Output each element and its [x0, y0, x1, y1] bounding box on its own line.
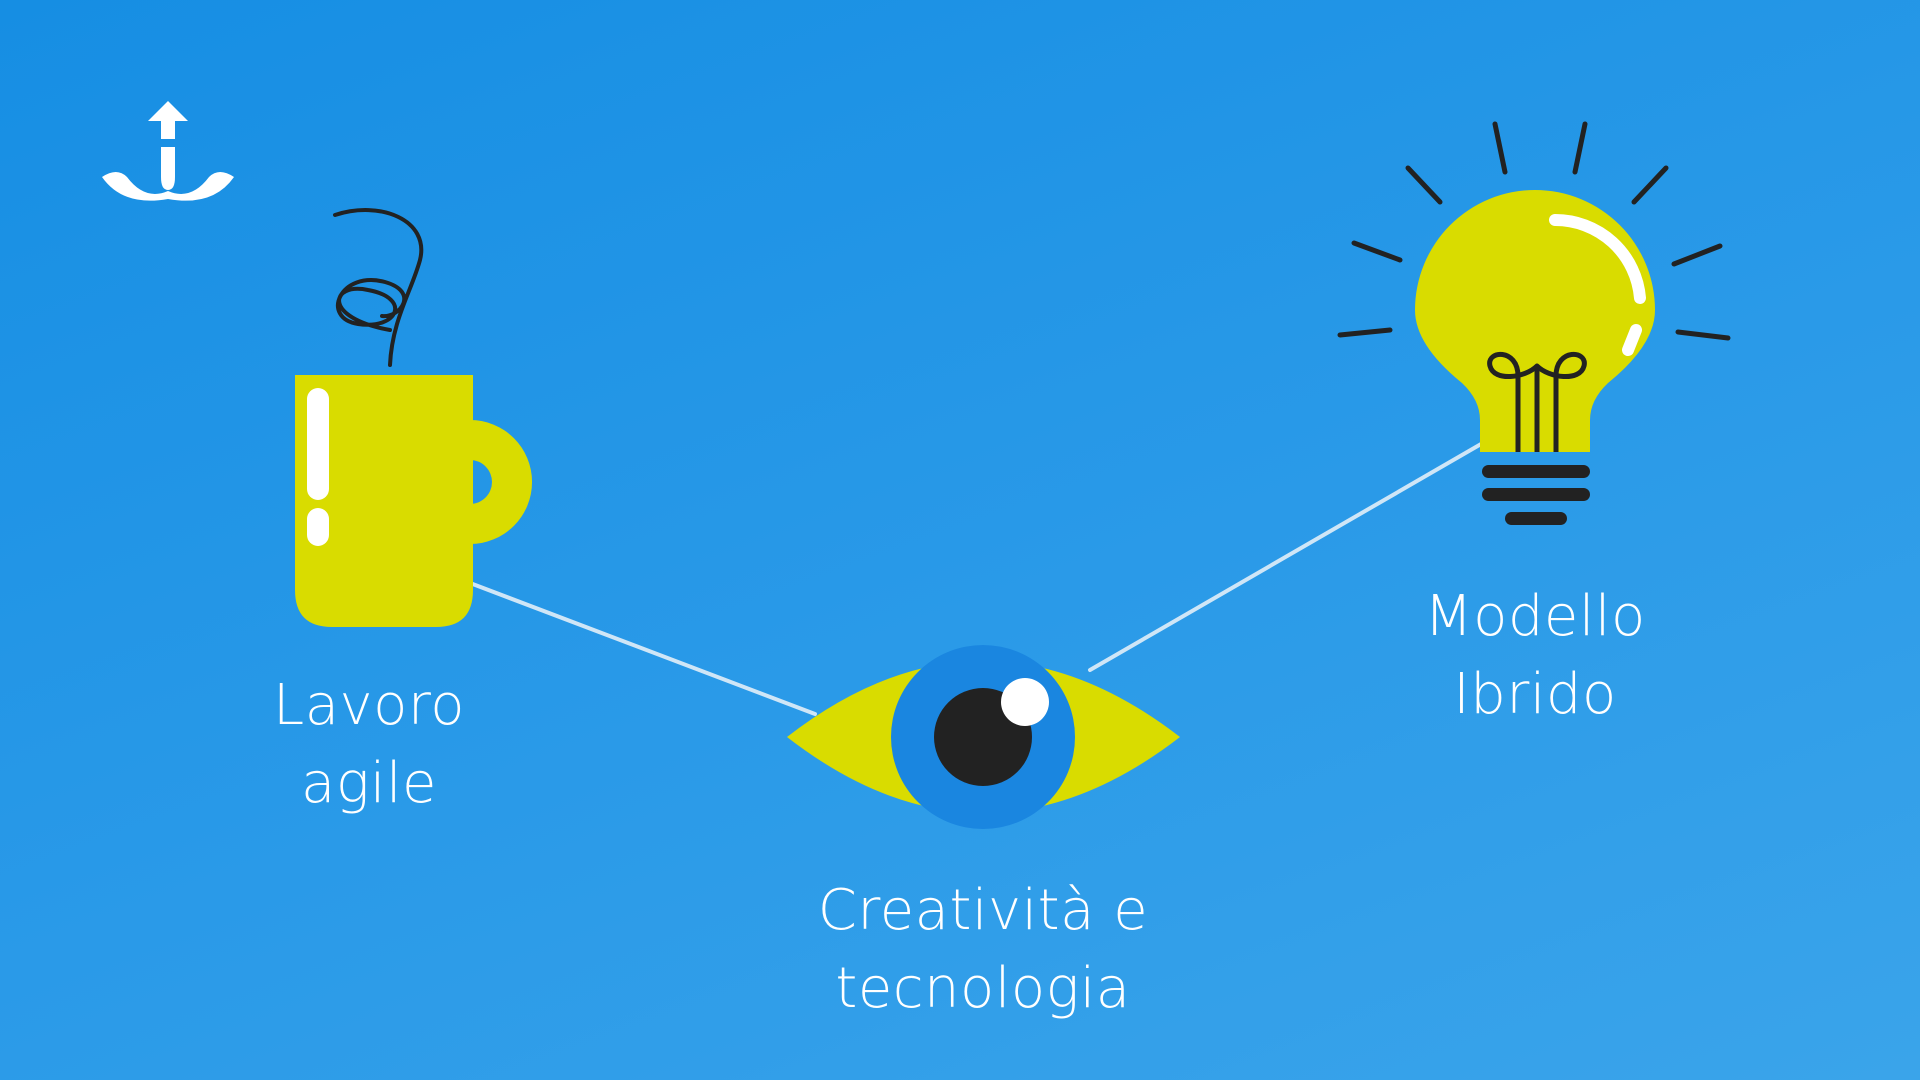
label-lavoro-line2: agile	[301, 751, 437, 816]
label-lavoro-agile: Lavoro agile	[219, 667, 519, 823]
coffee-mug-icon	[295, 208, 533, 627]
label-creativita-line2: tecnologia	[835, 956, 1131, 1021]
label-modello-line1: Modello	[1424, 584, 1646, 649]
logo-icon	[102, 101, 234, 201]
label-creativita-tecnologia: Creatività e tecnologia	[783, 872, 1183, 1028]
connector-mug-eye	[468, 581, 817, 716]
label-modello-line2: Ibrido	[1453, 662, 1617, 727]
eye-icon	[787, 645, 1180, 829]
connector-eye-bulb	[1088, 438, 1490, 672]
label-creativita-line1: Creatività e	[817, 878, 1149, 943]
label-lavoro-line1: Lavoro	[273, 673, 465, 738]
label-modello-ibrido: Modello Ibrido	[1385, 578, 1685, 734]
light-bulb-icon	[1337, 121, 1731, 525]
